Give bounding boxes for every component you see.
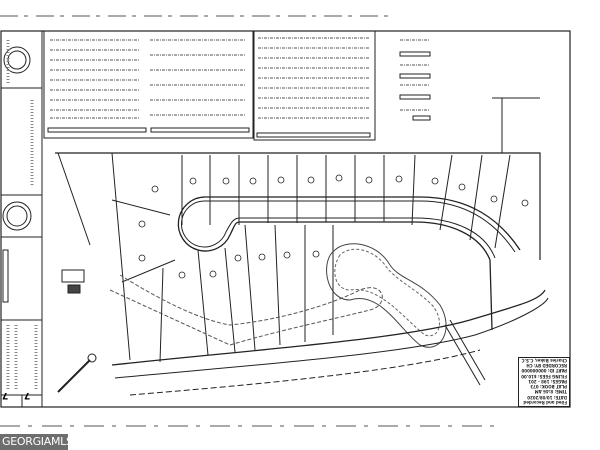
notes-block xyxy=(253,30,376,141)
recording-line: PART ID: 000000000 xyxy=(521,368,567,374)
vicinity-note xyxy=(61,269,85,283)
georgia-mls-watermark: GEORGIAMLS xyxy=(0,434,73,450)
recording-line: PLAT BOOK: 073 xyxy=(530,384,567,390)
lot-markers xyxy=(138,174,529,279)
sheet-total: 7 xyxy=(24,390,31,400)
recording-block: Filed and Recorded DATE: 10/08/2020 TIME… xyxy=(518,357,570,407)
recording-line: PAGES: 198 - 201 xyxy=(528,378,567,384)
watermark-brand-left: GEORGIA xyxy=(2,435,51,448)
highway-edge xyxy=(111,289,546,366)
recording-line: DATE: 10/08/2020 xyxy=(527,394,567,400)
scale-bar xyxy=(2,249,9,303)
contour-line xyxy=(109,274,383,346)
legend-block xyxy=(43,30,254,139)
watermark-brand-right: MLS xyxy=(50,435,73,448)
surveyor-seal xyxy=(3,46,31,74)
engineer-seal xyxy=(2,201,32,231)
road-edge-north xyxy=(205,196,521,251)
pond-outline xyxy=(326,243,447,348)
north-arrow-icon xyxy=(57,359,91,393)
road-edge-south xyxy=(240,221,493,331)
recording-line: RECORDED BY: CH xyxy=(526,362,567,368)
cul-de-sac xyxy=(177,196,241,252)
sheet-number: 7 xyxy=(2,390,9,400)
recording-line: FILING FEES: $10.00 xyxy=(521,373,567,379)
recording-line: Charles Baker, C.S.C xyxy=(521,357,567,363)
sheet-border xyxy=(0,30,571,408)
property-boundary xyxy=(55,152,541,260)
recording-line: Filed and Recorded xyxy=(523,400,567,405)
